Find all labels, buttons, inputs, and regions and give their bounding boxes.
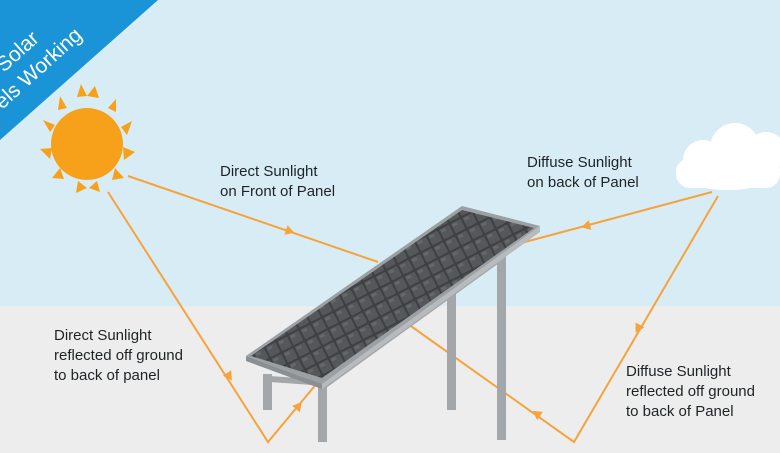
panel-edge (246, 356, 322, 389)
label-direct-front-line-1: Direct Sunlight (220, 163, 318, 180)
arrowhead-direct-ground-up (292, 402, 302, 413)
solar-panel-icon (246, 206, 540, 442)
label-diffuse-ground: Diffuse Sunlight reflected off ground to… (626, 362, 755, 422)
panel-surface (251, 210, 534, 378)
label-diffuse-ground-line-2: reflected off ground (626, 383, 755, 400)
sun-icon (40, 84, 135, 193)
label-direct-front: Direct Sunlight on Front of Panel (220, 162, 335, 202)
panel-edge-side (322, 226, 540, 389)
label-diffuse-back-line-2: on back of Panel (527, 174, 639, 191)
label-direct-ground-line-1: Direct Sunlight (54, 327, 152, 344)
cloud-icon (676, 123, 780, 190)
label-diffuse-ground-line-1: Diffuse Sunlight (626, 363, 731, 380)
ray-direct-ground (107, 191, 319, 444)
arrowhead-diffuse-back (581, 220, 592, 230)
arrowhead-direct-ground-down (222, 370, 232, 381)
light-rays (107, 175, 719, 444)
label-direct-ground-line-2: reflected off ground (54, 347, 183, 364)
arrowhead-diffuse-ground-up (532, 410, 543, 421)
ray-diffuse-back (509, 191, 713, 247)
label-direct-ground: Direct Sunlight reflected off ground to … (54, 326, 183, 386)
ray-direct-front (127, 175, 379, 263)
arrowhead-direct-front (284, 225, 295, 235)
label-direct-ground-line-3: to back of panel (54, 367, 160, 384)
label-diffuse-back: Diffuse Sunlight on back of Panel (527, 153, 639, 193)
ray-arrowheads (222, 220, 645, 421)
label-diffuse-back-line-1: Diffuse Sunlight (527, 154, 632, 171)
label-diffuse-ground-line-3: to back of Panel (626, 403, 734, 420)
label-direct-front-line-2: on Front of Panel (220, 183, 336, 200)
ray-diffuse-ground (407, 195, 719, 444)
arrowhead-diffuse-ground-down (635, 322, 645, 333)
